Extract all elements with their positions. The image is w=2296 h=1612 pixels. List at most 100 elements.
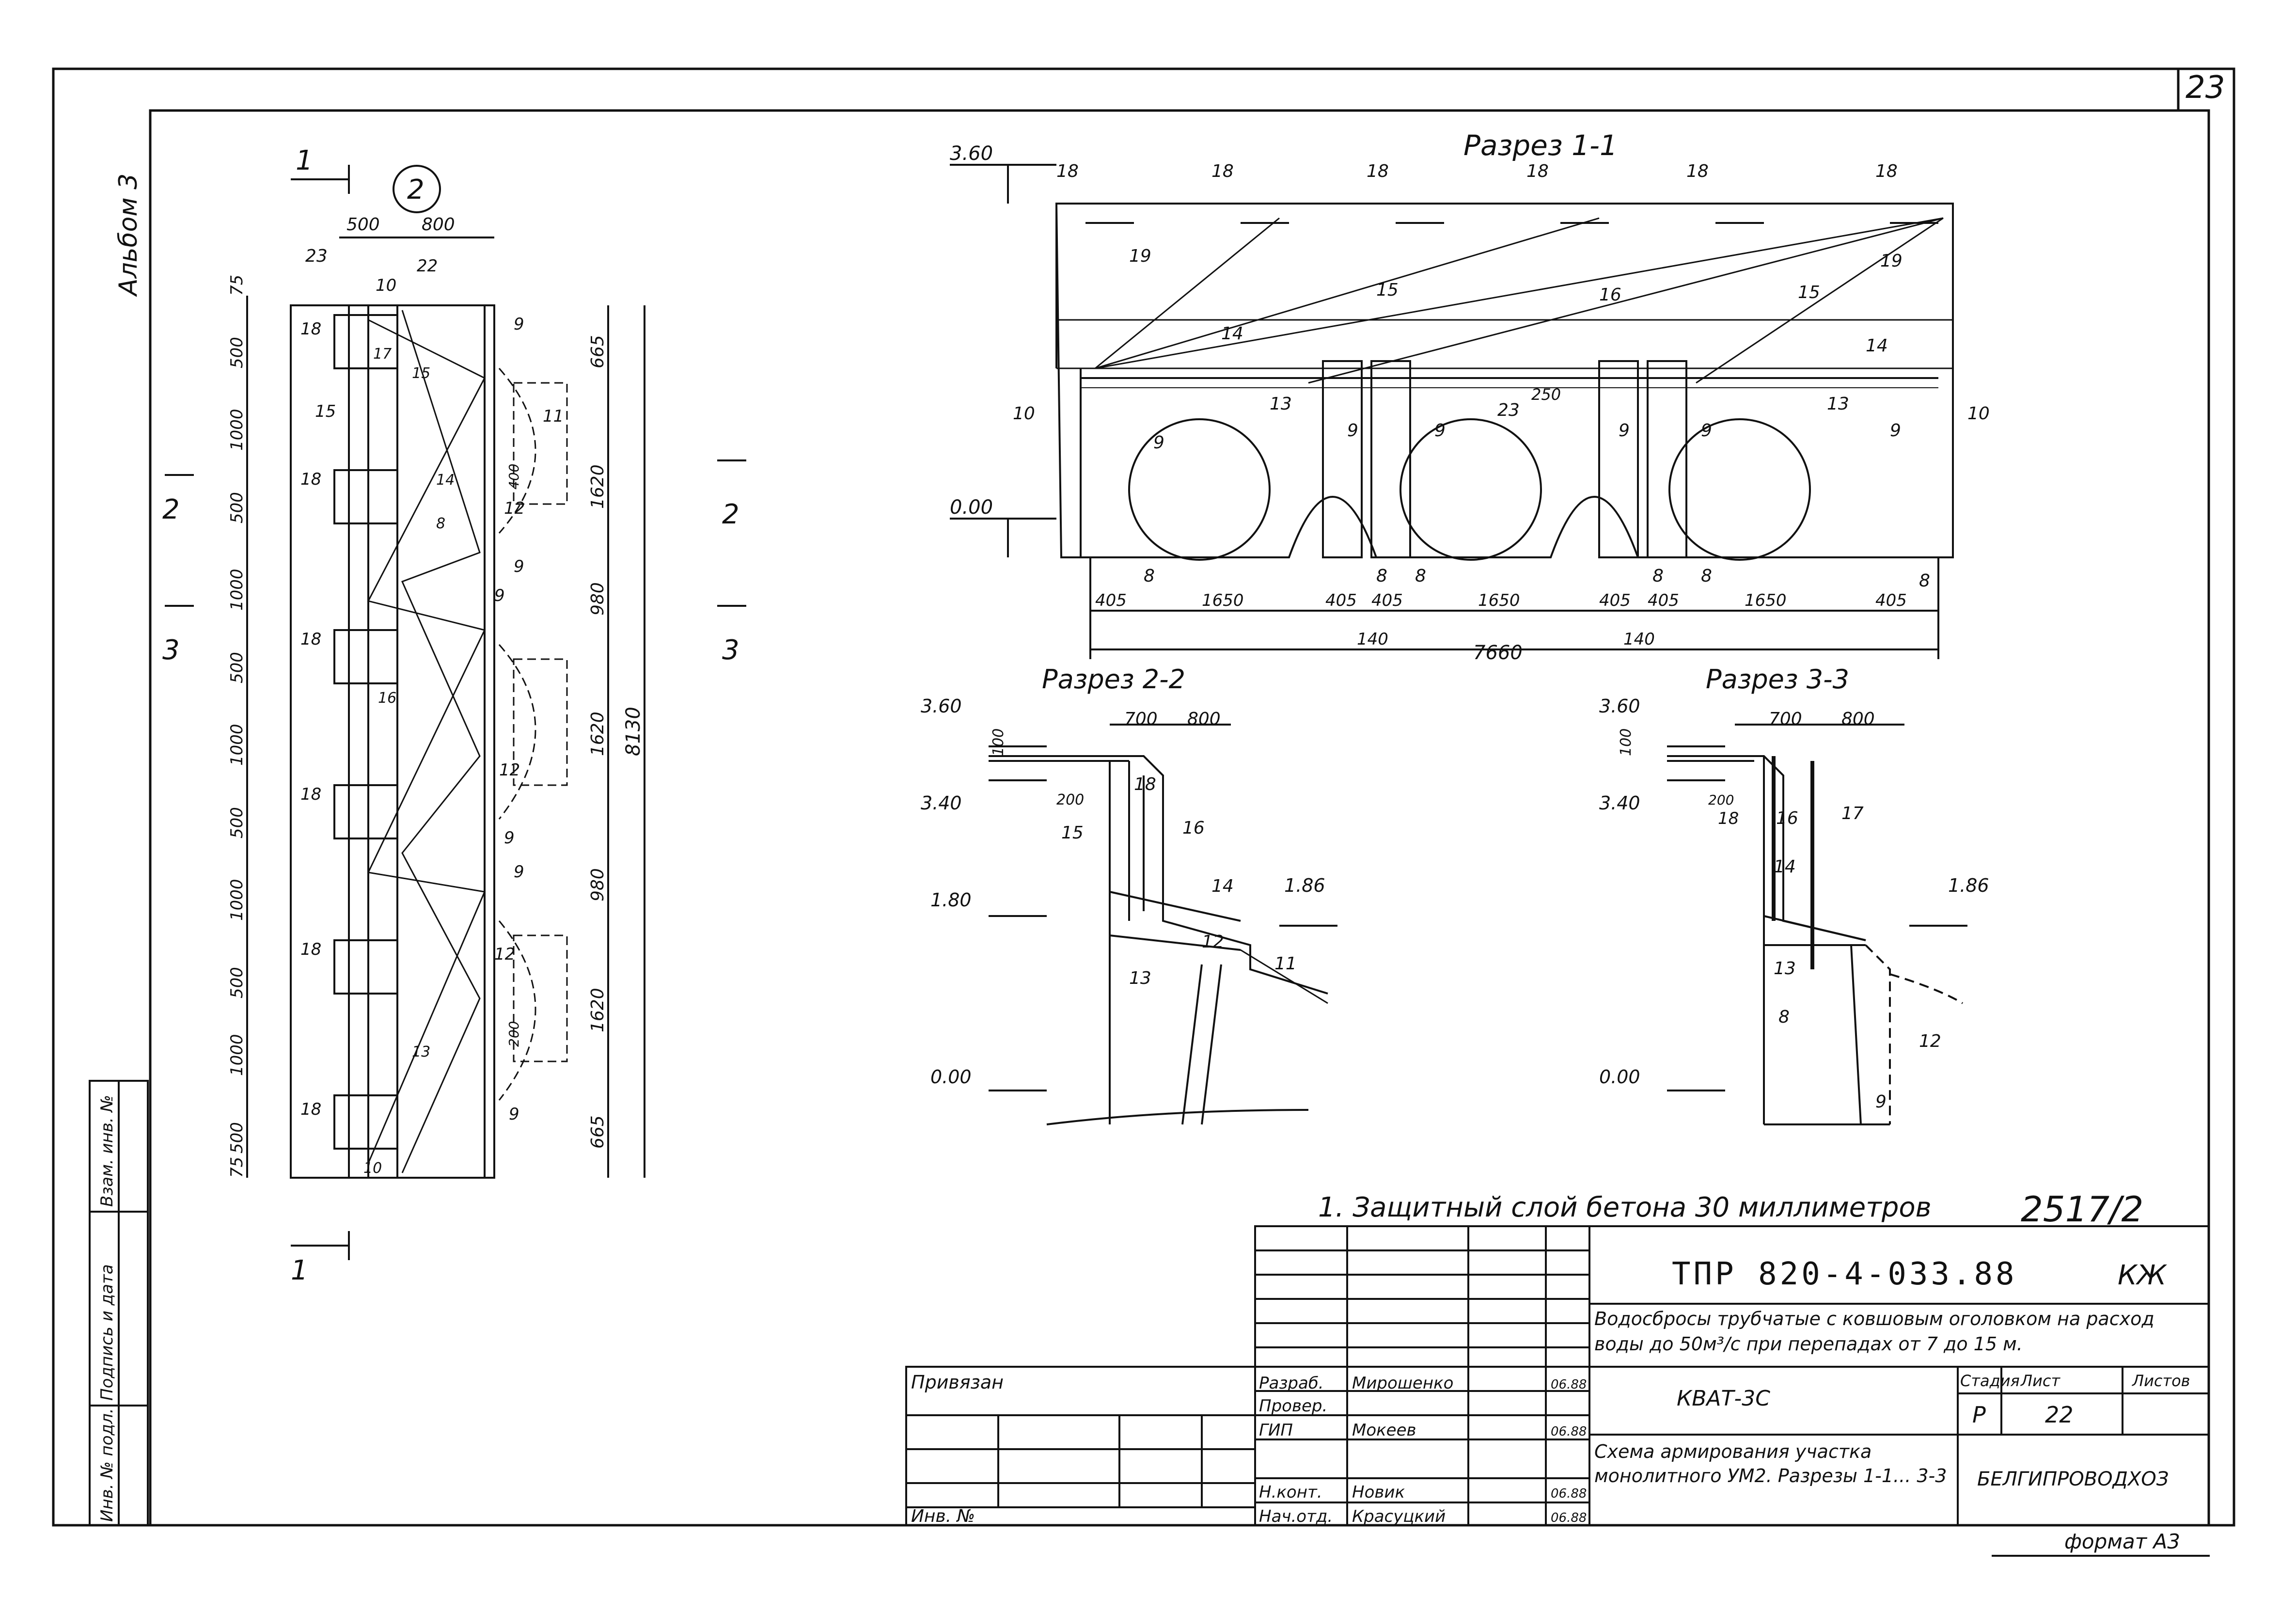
section-2-2-level: 1.86 — [1284, 875, 1325, 896]
plan-left-dim: 500 — [227, 967, 247, 998]
section-2-2-dim: 100 — [990, 728, 1007, 756]
section-1-1-slope: 250 — [1531, 385, 1561, 404]
section-1-1-callout: 8 — [1701, 566, 1712, 586]
section-2-2-dim: 800 — [1187, 709, 1221, 729]
plan-callout: 13 — [412, 1043, 430, 1060]
section-2-2-callout: 11 — [1274, 954, 1297, 974]
plan-width-500: 500 — [346, 215, 380, 235]
section-1-1-callout: 23 — [1497, 400, 1520, 420]
section-3-3-level: 1.86 — [1948, 875, 1989, 896]
section-2-2-dim: 700 — [1124, 709, 1158, 729]
organization: БЕЛГИПРОВОДХОЗ — [1977, 1468, 2169, 1490]
bound-label: Привязан — [911, 1372, 1004, 1393]
plan-left-dim: 500 — [227, 492, 247, 523]
plan-callout: 12 — [499, 760, 520, 780]
section-1-1-callout: 9 — [1434, 421, 1446, 441]
section-1-1-dim: 405 — [1325, 591, 1357, 610]
section-3-3-callout: 8 — [1778, 1007, 1790, 1027]
sheet-value: 22 — [2045, 1402, 2074, 1428]
section-1-1-dim: 1650 — [1478, 591, 1520, 610]
section-2-2-callout: 15 — [1061, 823, 1084, 843]
section-1-1-callout: 14 — [1221, 324, 1243, 344]
section-1-1-callout: 8 — [1144, 566, 1155, 586]
plan-callout: 9 — [504, 828, 515, 848]
section-1-1-callout: 8 — [1415, 566, 1426, 586]
section-1-1-callout: 9 — [1890, 421, 1901, 441]
plan-right-dim: 980 — [588, 868, 608, 901]
section-1-1-callout: 14 — [1866, 336, 1888, 356]
section-3-3-callout: 18 — [1718, 809, 1739, 828]
section-2-2-drawing — [989, 724, 1337, 1125]
section-2-2-level: 1.80 — [930, 889, 972, 911]
section-1-1-bottom-dims: 405 1650 405 405 1650 405 405 1650 405 1… — [1095, 591, 1907, 664]
section-1-1-callout: 8 — [1652, 566, 1664, 586]
role-date: 06.88 — [1551, 1511, 1587, 1525]
section-1-1-callout: 18 — [1056, 161, 1079, 181]
role-name: Красуцкий — [1352, 1507, 1446, 1526]
plan-callout: 22 — [417, 256, 438, 276]
plan-callout: 15 — [315, 402, 336, 421]
section-1-1-callout: 13 — [1270, 394, 1292, 414]
plan-callout: 10 — [363, 1160, 382, 1177]
section-1-1-dim: 405 — [1371, 591, 1403, 610]
plan-right-dim: 1620 — [588, 988, 608, 1032]
object-name: КВАТ-3С — [1677, 1386, 1770, 1411]
plan-left-dims: 75 500 1000 500 1000 500 1000 500 1000 5… — [227, 275, 247, 1178]
section-1-1-sub-dim: 140 — [1623, 630, 1655, 649]
section-1-1-callout: 16 — [1599, 285, 1621, 305]
plan-left-dim: 1000 — [227, 569, 247, 611]
section-1-1-callout: 10 — [1013, 404, 1035, 424]
plan-callout: 9 — [514, 315, 524, 334]
section-1-1-callout: 9 — [1701, 421, 1712, 441]
plan-callouts: 23 10 22 18 18 18 18 18 18 17 15 15 8 14… — [300, 246, 564, 1177]
section-3-3-dim: 700 — [1769, 709, 1802, 729]
side-stamp-signature: Подпись и дата — [97, 1264, 117, 1401]
plan-callout: 12 — [494, 945, 515, 964]
plan-section-mark-1-bottom: 1 — [291, 1255, 308, 1286]
plan-inner-dim-400: 400 — [506, 464, 522, 490]
section-1-1-title: Разрез 1-1 — [1463, 129, 1618, 162]
section-3-3-level: 0.00 — [1599, 1066, 1640, 1088]
role-date: 06.88 — [1551, 1424, 1587, 1439]
section-3-3-level: 3.60 — [1599, 695, 1640, 717]
plan-overall-dim: 8130 — [622, 707, 645, 756]
section-1-1-callout: 8 — [1919, 571, 1930, 591]
section-1-1-callout: 15 — [1798, 283, 1820, 302]
section-3-3-title: Разрез 3-3 — [1706, 664, 1849, 695]
general-note: 1. Защитный слой бетона 30 миллиметров — [1318, 1192, 1932, 1223]
plan-left-dim: 500 — [227, 807, 247, 838]
section-2-2-callout: 13 — [1129, 968, 1151, 988]
plan-callout: 18 — [300, 470, 321, 489]
sheet-number: 23 — [2186, 70, 2225, 106]
plan-left-dim: 500 — [227, 1122, 247, 1154]
plan-mark: 2 — [407, 174, 425, 205]
plan-callout: 12 — [504, 499, 525, 518]
section-1-1-dim: 405 — [1648, 591, 1679, 610]
section-2-2-level: 0.00 — [930, 1066, 972, 1088]
section-1-1-callout: 9 — [1153, 433, 1164, 453]
section-1-1-level-bottom: 0.00 — [950, 496, 993, 519]
plan-left-dim: 1000 — [227, 1034, 247, 1076]
stage-label: Стадия — [1960, 1372, 2020, 1390]
section-2-2-level: 3.60 — [921, 695, 962, 717]
section-1-1-callout: 18 — [1526, 161, 1549, 181]
section-2-2-callouts: 18 15 16 14 12 11 13 — [1061, 774, 1297, 988]
plan-section-mark-3-left: 3 — [162, 634, 180, 666]
section-1-1-dim: 405 — [1599, 591, 1631, 610]
plan-callout: 18 — [300, 940, 321, 959]
plan-right-dim: 1620 — [588, 711, 608, 756]
role-name: Мирошенко — [1352, 1374, 1453, 1393]
plan-width-800: 800 — [422, 215, 455, 235]
role-date: 06.88 — [1551, 1377, 1587, 1392]
plan-callout: 9 — [509, 1105, 519, 1124]
plan-callout: 9 — [514, 862, 524, 882]
role-label: ГИП — [1259, 1421, 1293, 1440]
section-1-1-sub-dim: 140 — [1357, 630, 1388, 649]
section-3-3-callout: 14 — [1774, 857, 1796, 877]
section-3-3-callout: 16 — [1776, 808, 1798, 828]
plan-callout: 18 — [300, 630, 321, 649]
role-label: Н.конт. — [1259, 1483, 1322, 1502]
section-1-1-overall: 7660 — [1473, 642, 1523, 664]
sheet-title: Схема армирования участка монолитного УМ… — [1594, 1441, 1947, 1486]
plan-callout: 15 — [412, 365, 430, 382]
